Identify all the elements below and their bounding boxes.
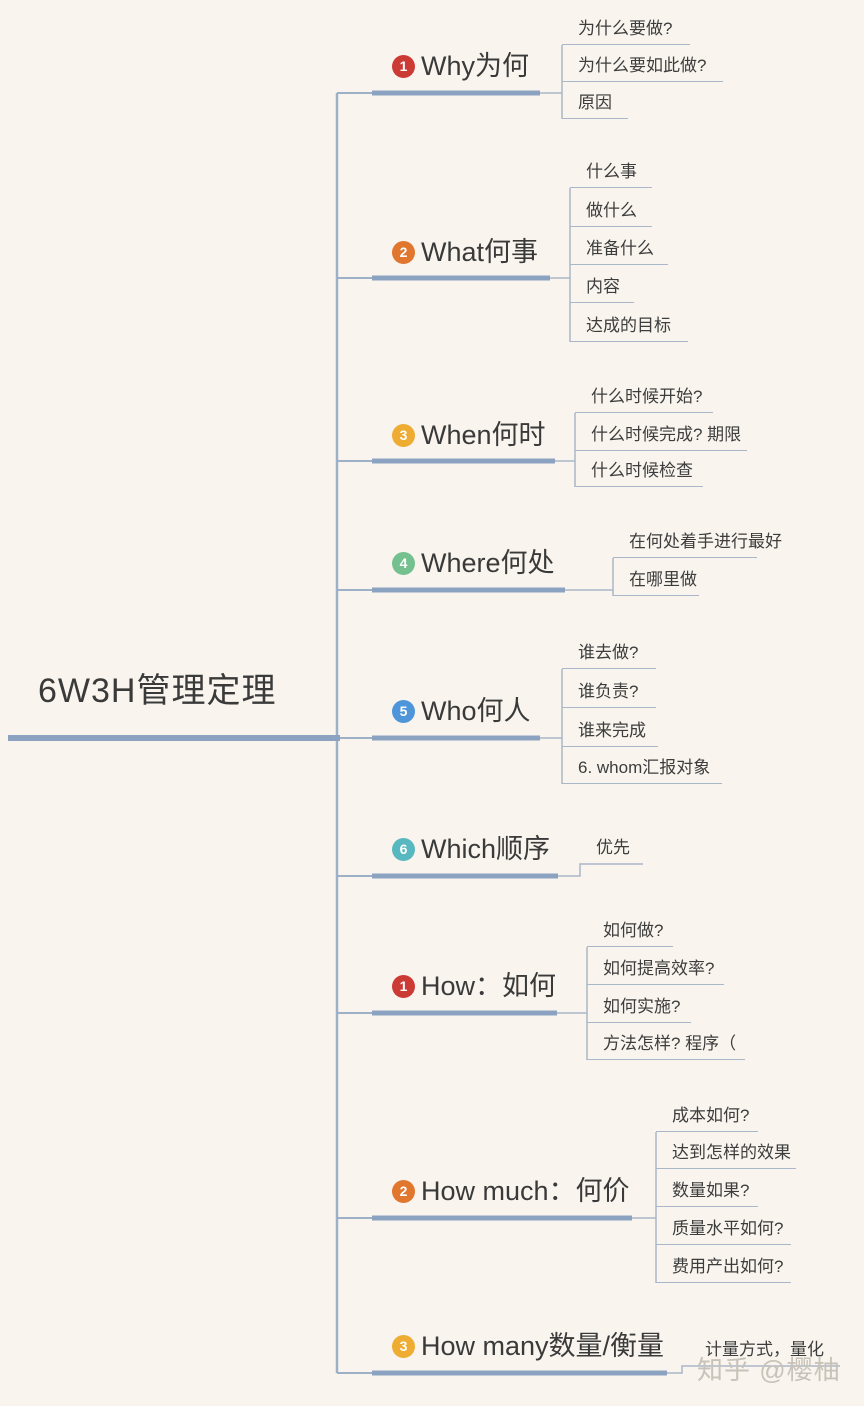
branch-badge-8: 2 <box>392 1180 415 1203</box>
child-node[interactable]: 6. whom汇报对象 <box>562 757 722 784</box>
branch-label-what[interactable]: What何事 <box>421 237 539 267</box>
branch-label-where[interactable]: Where何处 <box>421 548 555 578</box>
child-node[interactable]: 数量如果? <box>656 1180 758 1207</box>
child-node[interactable]: 优先 <box>596 838 630 857</box>
child-node[interactable]: 谁来完成 <box>562 720 658 747</box>
child-node[interactable]: 什么事 <box>570 161 652 188</box>
child-node[interactable]: 成本如何? <box>656 1105 758 1132</box>
branch-stub-lines <box>337 92 372 1374</box>
child-node[interactable]: 达到怎样的效果 <box>656 1142 796 1169</box>
branch-badge-9: 3 <box>392 1335 415 1358</box>
child-node[interactable]: 方法怎样? 程序（ <box>587 1033 745 1060</box>
central-topic[interactable]: 6W3H管理定理 <box>38 672 277 710</box>
branch-label-who[interactable]: Who何人 <box>421 696 531 726</box>
child-node[interactable]: 质量水平如何? <box>656 1218 791 1245</box>
branch-underlines <box>372 90 667 1376</box>
child-node[interactable]: 为什么要如此做? <box>562 55 723 82</box>
child-node[interactable]: 在哪里做 <box>613 569 699 596</box>
child-node[interactable]: 谁去做? <box>562 642 656 669</box>
branch-badge-3: 3 <box>392 424 415 447</box>
zhihu-watermark: 知乎 @樱柚 <box>697 1355 841 1385</box>
child-connector-lines <box>540 45 840 1374</box>
child-node[interactable]: 费用产出如何? <box>656 1256 791 1283</box>
child-node[interactable]: 准备什么 <box>570 238 668 265</box>
branch-label-when[interactable]: When何时 <box>421 420 546 450</box>
child-node[interactable]: 做什么 <box>570 200 652 227</box>
child-node[interactable]: 计量方式，量化 <box>705 1340 824 1359</box>
branch-badge-2: 2 <box>392 241 415 264</box>
branch-badge-1: 1 <box>392 55 415 78</box>
branch-label-how-much[interactable]: How much：何价 <box>421 1176 630 1206</box>
branch-badge-6: 6 <box>392 838 415 861</box>
child-node[interactable]: 谁负责? <box>562 681 656 708</box>
branch-label-how-many[interactable]: How many数量/衡量 <box>421 1331 665 1361</box>
child-node[interactable]: 达成的目标 <box>570 315 688 342</box>
child-node[interactable]: 如何提高效率? <box>587 958 724 985</box>
child-node[interactable]: 内容 <box>570 276 634 303</box>
child-node[interactable]: 如何实施? <box>587 996 691 1023</box>
child-node[interactable]: 什么时候检查 <box>575 460 703 487</box>
branch-label-which[interactable]: Which顺序 <box>421 834 551 864</box>
child-node[interactable]: 为什么要做? <box>562 18 690 45</box>
child-node[interactable]: 什么时候开始? <box>575 386 713 413</box>
child-node[interactable]: 如何做? <box>587 920 673 947</box>
branch-badge-5: 5 <box>392 700 415 723</box>
branch-badge-7: 1 <box>392 975 415 998</box>
child-node[interactable]: 原因 <box>562 92 628 119</box>
branch-label-how[interactable]: How：如何 <box>421 971 557 1001</box>
child-node[interactable]: 什么时候完成? 期限 <box>575 424 747 451</box>
branch-label-why[interactable]: Why为何 <box>421 51 529 81</box>
child-node[interactable]: 在何处着手进行最好 <box>613 531 782 558</box>
branch-badge-4: 4 <box>392 552 415 575</box>
